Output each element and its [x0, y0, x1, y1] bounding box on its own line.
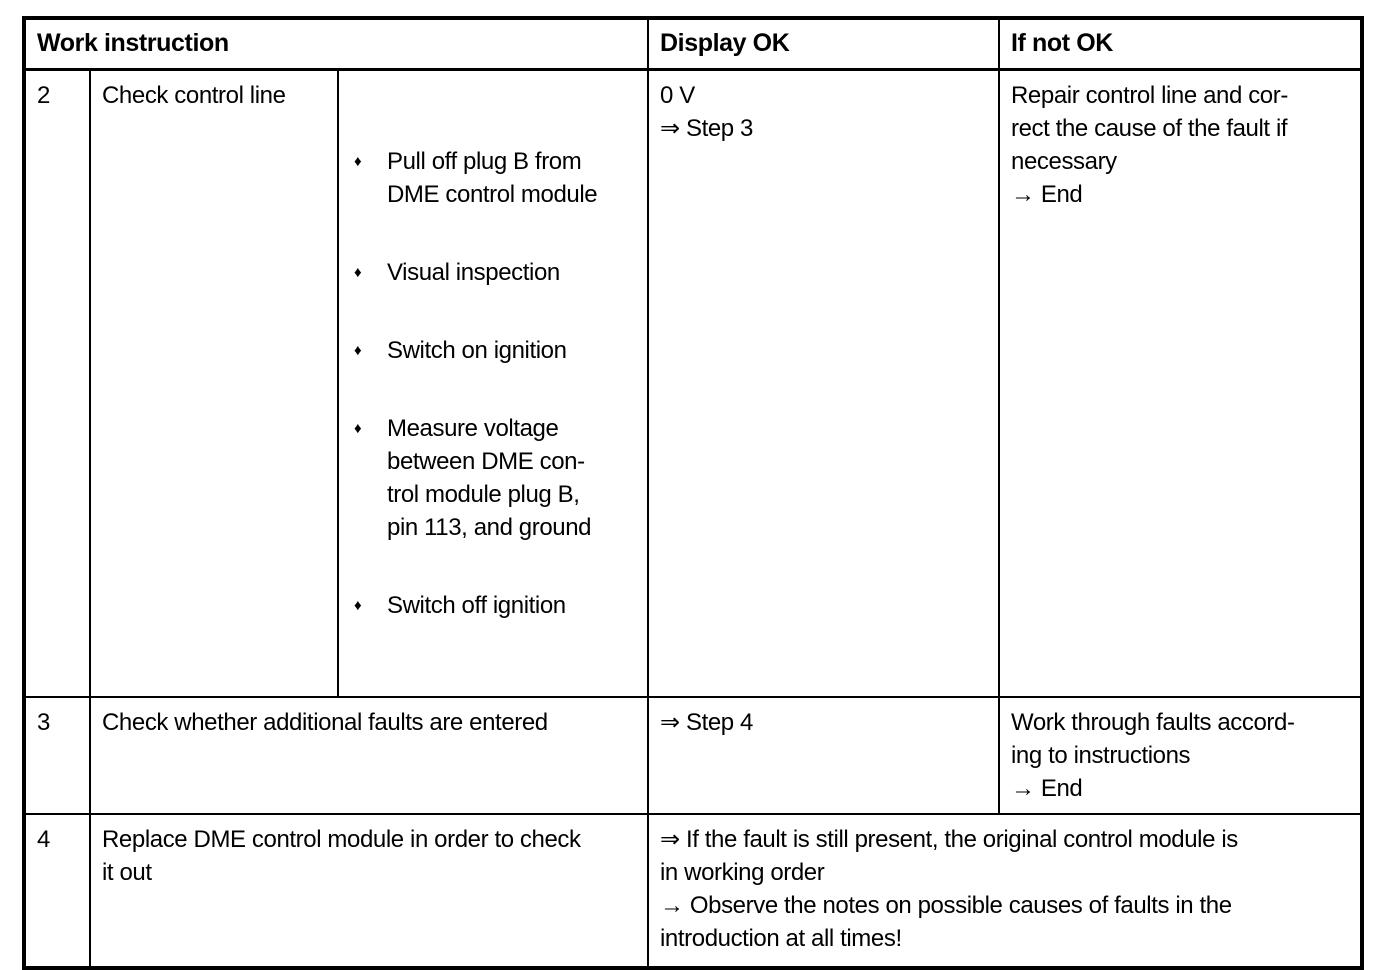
bullet-text: Pull off plug B from DME control module	[387, 148, 598, 208]
list-item: ♦ Pull off plug B from DME control modul…	[350, 145, 637, 211]
diamond-bullet-icon: ♦	[354, 264, 362, 281]
list-item: ♦ Switch on ignition	[350, 334, 637, 367]
bullet-text: Switch off ignition	[387, 592, 566, 619]
bullet-list: ♦ Pull off plug B from DME control modul…	[350, 112, 637, 655]
list-item: ♦ Visual inspection	[350, 256, 637, 289]
column-header-if-not-ok: If not OK	[998, 17, 1363, 71]
display-ok-value: 0 V ⇒ Step 3	[647, 68, 1000, 698]
step-number: 3	[23, 696, 91, 815]
instruction-text: Check whether additional faults are ente…	[89, 696, 649, 815]
list-item: ♦ Measure voltage between DME con- trol …	[350, 412, 637, 544]
result-text: ⇒ If the fault is still present, the ori…	[647, 813, 1363, 969]
display-ok-value: ⇒ Step 4	[647, 696, 1000, 815]
diamond-bullet-icon: ♦	[354, 342, 362, 359]
instruction-text: Replace DME control module in order to c…	[89, 813, 649, 969]
step-number: 2	[23, 68, 91, 698]
table-row-step-4: 4 Replace DME control module in order to…	[23, 813, 1363, 969]
diamond-bullet-icon: ♦	[354, 597, 362, 614]
list-item: ♦ Switch off ignition	[350, 589, 637, 622]
table-header-row: Work instruction Display OK If not OK	[23, 17, 1363, 71]
bullet-text: Visual inspection	[387, 259, 560, 286]
column-header-work-instruction: Work instruction	[23, 17, 649, 71]
work-instruction-table: Work instruction Display OK If not OK 2 …	[22, 16, 1364, 970]
diamond-bullet-icon: ♦	[354, 420, 362, 437]
instruction-title: Check control line	[89, 68, 339, 698]
instruction-bullets-cell: ♦ Pull off plug B from DME control modul…	[337, 68, 649, 698]
bullet-text: Switch on ignition	[387, 337, 567, 364]
step-number: 4	[23, 813, 91, 969]
table-row-step-2: 2 Check control line ♦ Pull off plug B f…	[23, 68, 1363, 698]
column-header-display-ok: Display OK	[647, 17, 1000, 71]
table-row-step-3: 3 Check whether additional faults are en…	[23, 696, 1363, 815]
if-not-ok-value: Work through faults accord- ing to instr…	[998, 696, 1363, 815]
diamond-bullet-icon: ♦	[354, 153, 362, 170]
bullet-text: Measure voltage between DME con- trol mo…	[387, 415, 592, 541]
if-not-ok-value: Repair control line and cor- rect the ca…	[998, 68, 1363, 698]
